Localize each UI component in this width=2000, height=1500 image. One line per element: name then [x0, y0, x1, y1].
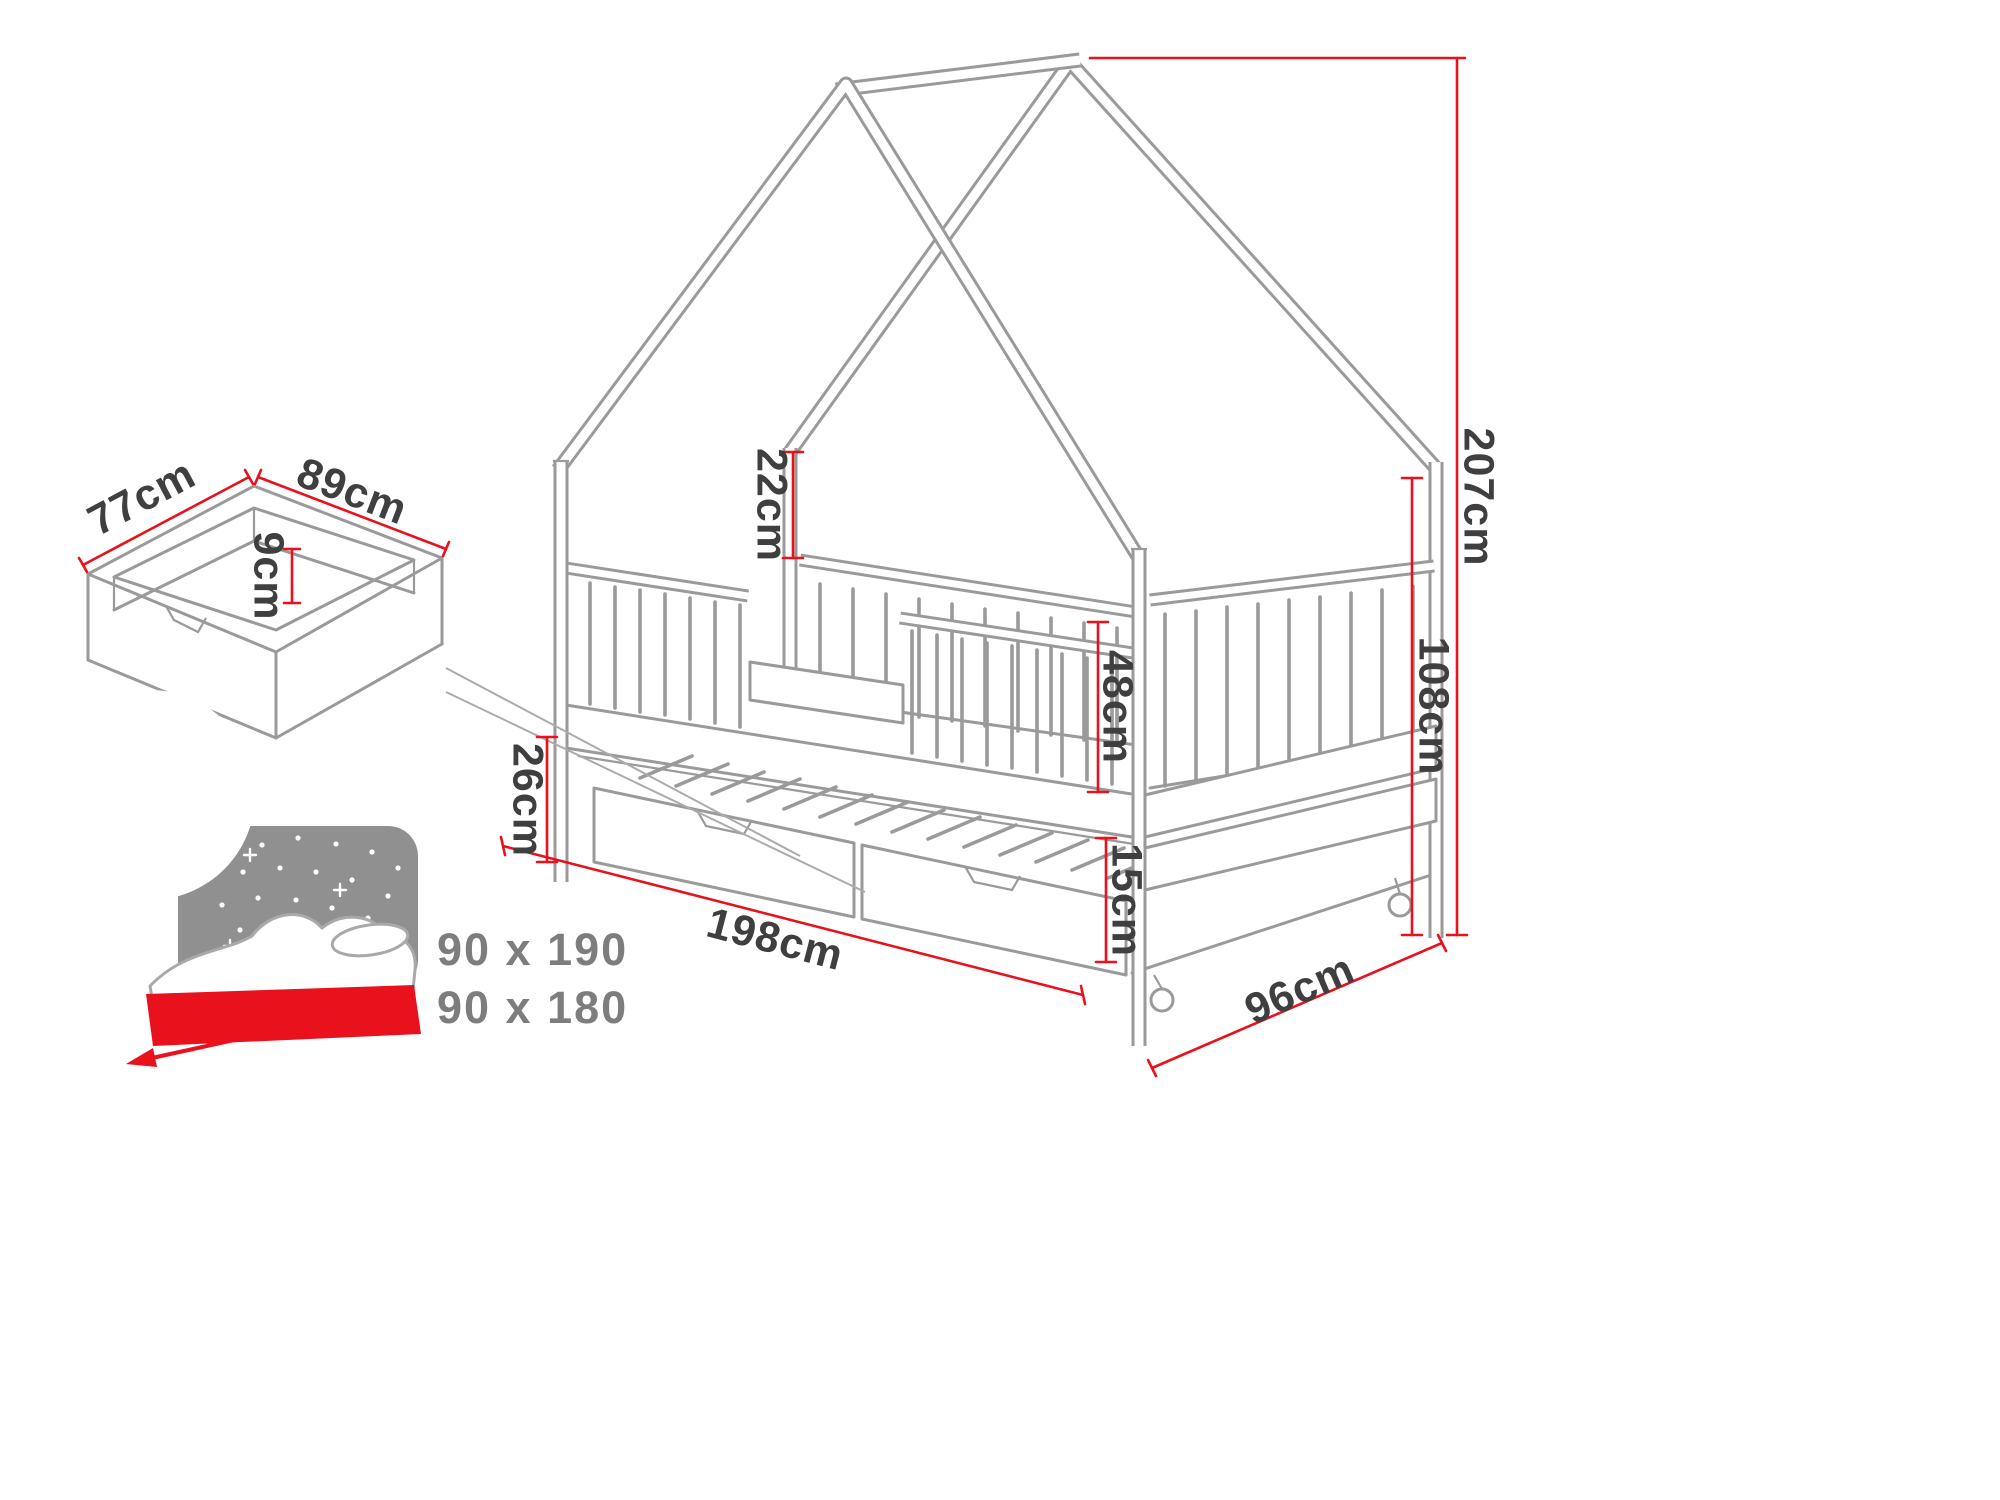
- dimension-line-26: [535, 735, 559, 864]
- pull-out-arrow-icon: [126, 1002, 400, 1067]
- dimension-line-15: [1094, 836, 1118, 964]
- dimension-line-77: [77, 468, 255, 574]
- mattress-icon: [45, 690, 421, 1046]
- dimension-line-48: [1086, 620, 1110, 794]
- drawer-leader-lines: [445, 667, 866, 893]
- mattress-size-top: 90 x 190: [437, 924, 629, 975]
- dim-label-base-height: 26cm: [503, 743, 552, 857]
- dim-label-rail-height: 48cm: [1093, 650, 1142, 764]
- dim-label-total-height: 207cm: [1454, 427, 1503, 567]
- dim-label-drawer-height: 15cm: [1102, 843, 1151, 957]
- dimension-line-22: [781, 450, 805, 560]
- dim-label-drawer-depth: 9cm: [244, 531, 293, 621]
- dimension-line-96: [1146, 933, 1448, 1078]
- dim-label-side-height: 108cm: [1409, 636, 1458, 776]
- dim-label-roof-to-rail: 22cm: [747, 448, 796, 562]
- mattress-size-bottom: 90 x 180: [437, 982, 629, 1033]
- dimension-line-207: [1088, 56, 1469, 937]
- dimension-line-108: [1400, 476, 1424, 937]
- dimension-line-9: [282, 547, 302, 605]
- dimension-line-89: [253, 468, 451, 558]
- dimension-line-198: [499, 835, 1087, 1006]
- house-bed-drawing: [551, 52, 1444, 1046]
- drawer-drawing: [86, 484, 444, 740]
